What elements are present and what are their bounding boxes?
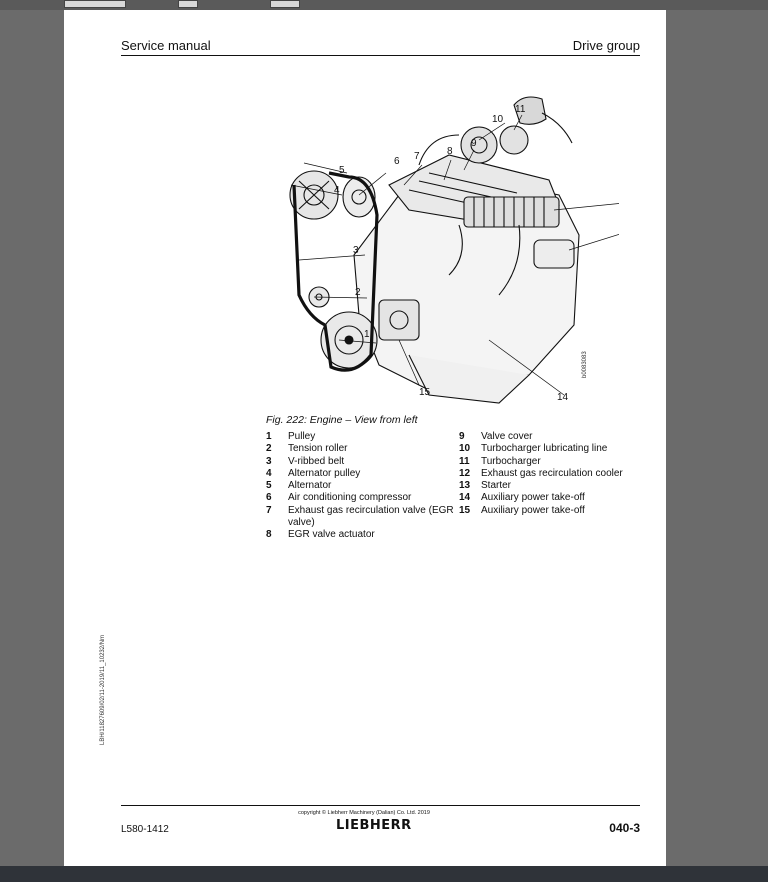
callout-7: 7 bbox=[414, 151, 420, 162]
legend-text: Pulley bbox=[288, 431, 316, 442]
copyright-notice: copyright © Liebherr Machinery (Dalian) … bbox=[298, 810, 430, 816]
callout-4: 4 bbox=[334, 185, 340, 196]
legend-item: 2 Tension roller bbox=[266, 443, 456, 455]
header-section: Drive group bbox=[572, 38, 640, 53]
legend-number: 6 bbox=[266, 492, 272, 504]
legend-item: 15 Auxiliary power take-off bbox=[459, 505, 659, 517]
legend-text: Tension roller bbox=[288, 443, 348, 455]
callout-10: 10 bbox=[492, 114, 504, 125]
toolbar-tab[interactable] bbox=[178, 0, 198, 8]
legend-item: 14 Auxiliary power take-off bbox=[459, 492, 659, 504]
legend-text: Auxiliary power take-off bbox=[481, 504, 585, 516]
callout-9: 9 bbox=[471, 138, 477, 149]
legend-right: 9 Valve cover 10 Turbocharger lubricating … bbox=[459, 431, 659, 517]
legend-number: 15 bbox=[459, 504, 471, 516]
legend-item: 12 Exhaust gas recirculation cooler bbox=[459, 468, 659, 480]
callout-6: 6 bbox=[394, 156, 400, 167]
legend-number: 13 bbox=[459, 480, 471, 492]
callout-14: 14 bbox=[557, 392, 569, 403]
legend-number: 8 bbox=[266, 529, 272, 541]
viewer-statusbar bbox=[0, 866, 768, 882]
callout-11: 11 bbox=[515, 104, 526, 115]
header-title: Service manual bbox=[121, 38, 211, 53]
legend-text: Alternator pulley bbox=[288, 467, 361, 479]
callout-1: 1 bbox=[364, 329, 370, 340]
legend-number: 1 bbox=[266, 431, 272, 442]
document-page: Service manual Drive group bbox=[64, 10, 666, 866]
legend-text: Alternator bbox=[288, 480, 332, 492]
legend-text: Valve cover bbox=[481, 431, 533, 442]
legend-number: 2 bbox=[266, 443, 272, 455]
engine-drawing: 1 2 3 4 5 6 7 8 9 10 11 12 13 14 15 bbox=[289, 96, 656, 404]
figure-caption: Fig. 222: Engine – View from left bbox=[266, 414, 418, 426]
page-number: 040-3 bbox=[609, 821, 640, 835]
legend-item: 9 Valve cover bbox=[459, 431, 659, 443]
legend-item: 13 Starter bbox=[459, 480, 659, 492]
toolbar-tab[interactable] bbox=[64, 0, 126, 8]
legend-item: 11 Turbocharger bbox=[459, 456, 659, 468]
viewer-toolbar bbox=[0, 0, 768, 10]
liebherr-logo: LIEBHERR bbox=[336, 818, 412, 833]
callout-15: 15 bbox=[419, 387, 431, 398]
legend-number: 14 bbox=[459, 492, 471, 504]
legend-text: Exhaust gas recirculation cooler bbox=[481, 467, 623, 479]
model-number: L580-1412 bbox=[121, 824, 169, 835]
legend-number: 12 bbox=[459, 467, 471, 479]
legend-text: Starter bbox=[481, 480, 512, 492]
callout-8: 8 bbox=[447, 146, 453, 157]
legend-number: 7 bbox=[266, 504, 272, 516]
header-rule bbox=[121, 55, 640, 56]
legend-item: 10 Turbocharger lubricating line bbox=[459, 443, 659, 455]
figure-code: b0083083 bbox=[582, 351, 588, 378]
legend-text: Auxiliary power take-off bbox=[481, 492, 585, 504]
legend-number: 5 bbox=[266, 480, 272, 492]
document-id: LBH/11827609/02/11-2019/11_10232/Nm bbox=[100, 634, 106, 745]
callout-3: 3 bbox=[353, 245, 359, 256]
footer-rule bbox=[121, 805, 640, 806]
engine-figure: 1 2 3 4 5 6 7 8 9 10 11 12 13 14 15 bbox=[259, 85, 656, 415]
legend-text: Turbocharger lubricating line bbox=[481, 443, 608, 455]
legend-text: Air conditioning compressor bbox=[288, 492, 412, 504]
legend-item: 7 Exhaust gas recirculation valve (EGR va… bbox=[266, 505, 456, 530]
legend-number: 4 bbox=[266, 467, 272, 479]
legend-text: V-ribbed belt bbox=[288, 455, 345, 467]
legend-text: EGR valve actuator bbox=[288, 529, 375, 541]
legend-text: Exhaust gas recirculation valve (EGR val… bbox=[288, 504, 454, 529]
legend-item: 3 V-ribbed belt bbox=[266, 456, 456, 468]
legend-left: 1 Pulley 2 Tension roller 3 V-ribbed belt 4… bbox=[266, 431, 456, 542]
legend-number: 3 bbox=[266, 455, 272, 467]
legend-item: 4 Alternator pulley bbox=[266, 468, 456, 480]
legend-item: 6 Air conditioning compressor bbox=[266, 492, 456, 504]
legend-item: 1 Pulley bbox=[266, 431, 456, 443]
legend-number: 9 bbox=[459, 431, 465, 442]
legend-text: Turbocharger bbox=[481, 455, 541, 467]
legend-number: 11 bbox=[459, 455, 470, 467]
callout-2: 2 bbox=[355, 287, 361, 298]
legend-item: 5 Alternator bbox=[266, 480, 456, 492]
toolbar-tab[interactable] bbox=[270, 0, 300, 8]
legend-item: 8 EGR valve actuator bbox=[266, 529, 456, 541]
legend-number: 10 bbox=[459, 443, 471, 455]
callout-5: 5 bbox=[339, 165, 345, 176]
